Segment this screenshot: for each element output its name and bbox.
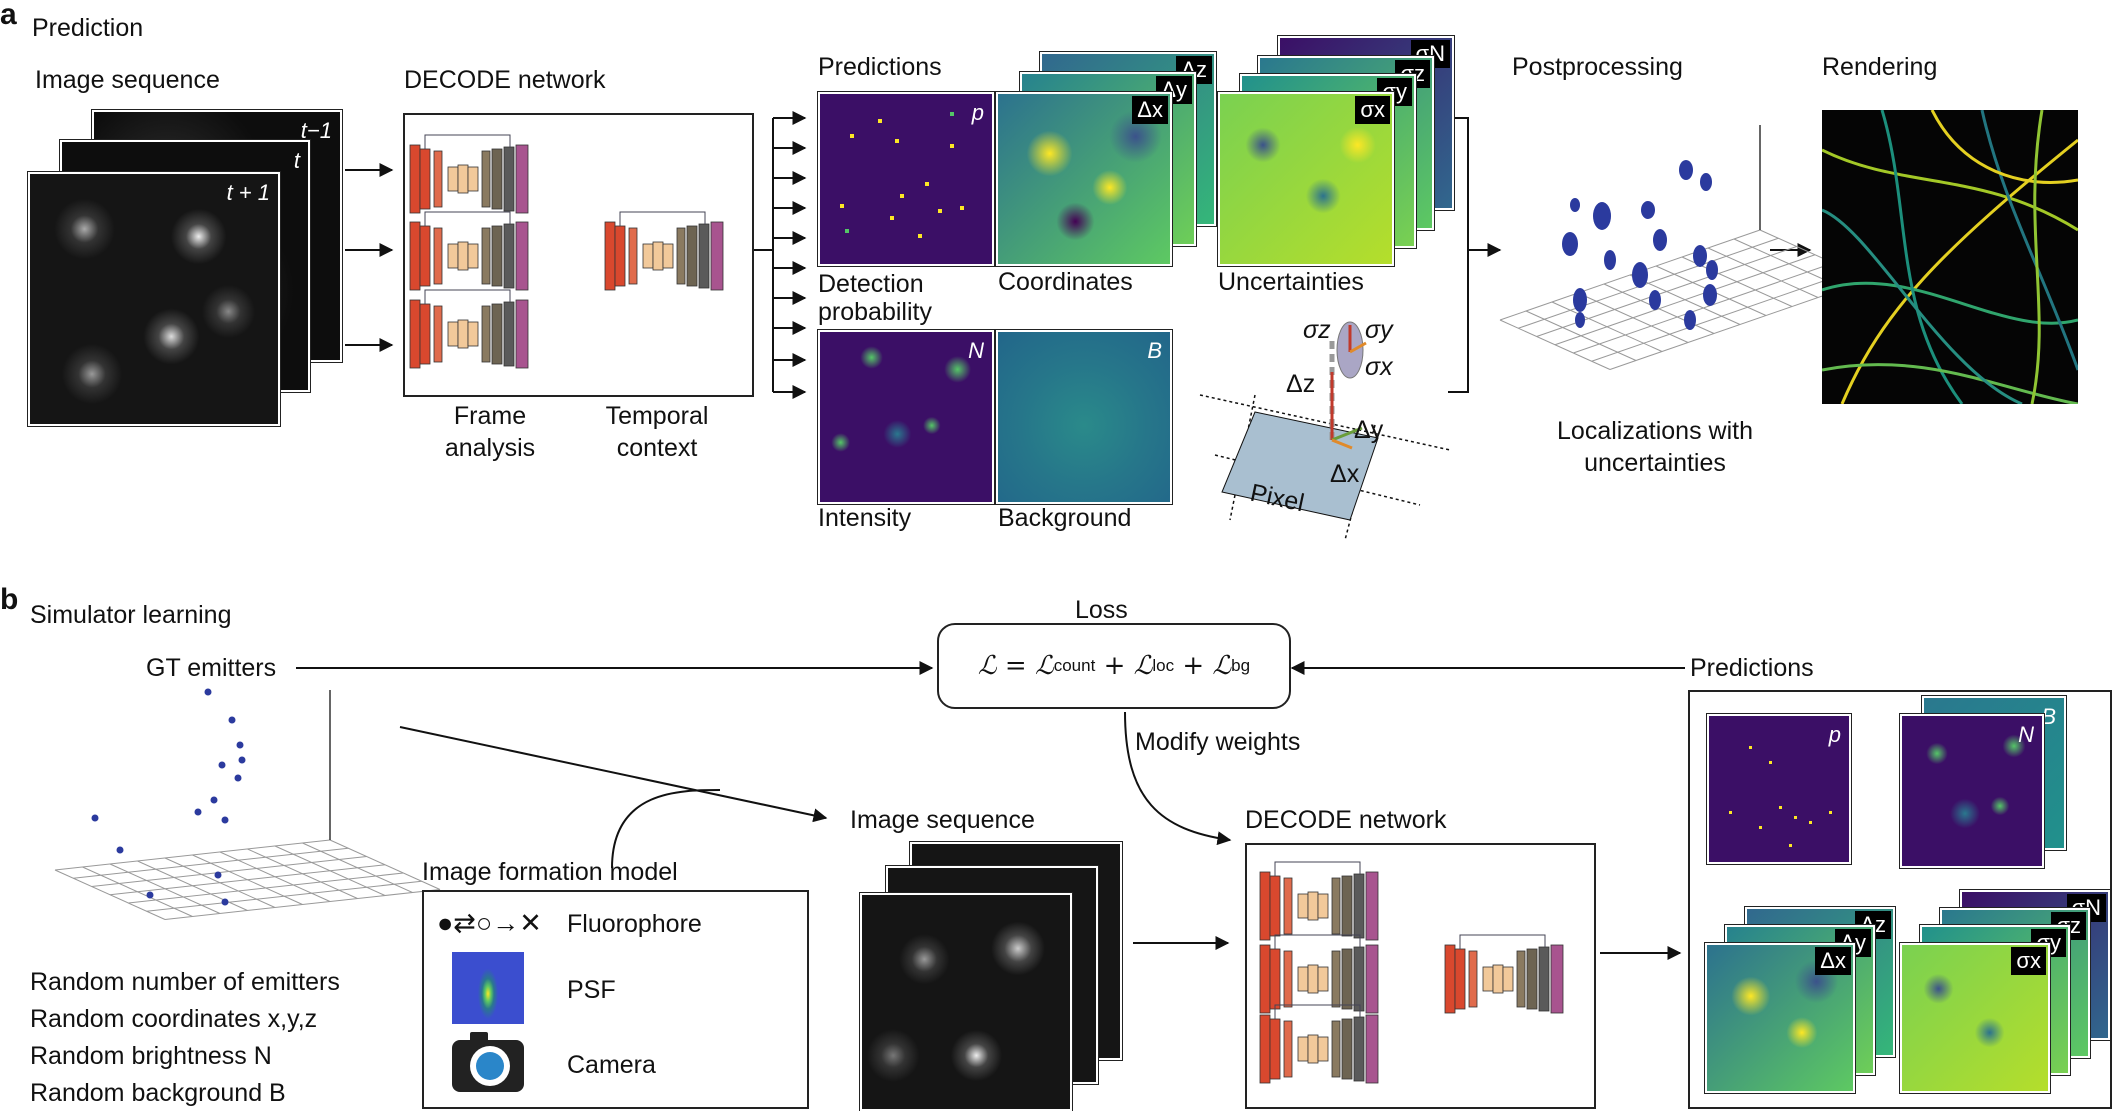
bracket-predictions bbox=[1448, 117, 1469, 393]
delta-x-label: Δx bbox=[1330, 460, 1360, 488]
delta-z-label: Δz bbox=[1286, 370, 1316, 398]
curve-modify-weights bbox=[1124, 711, 1232, 846]
background-label: Background bbox=[998, 504, 1132, 532]
panel-a-letter: a bbox=[0, 0, 17, 31]
image-formation-label: Image formation model bbox=[422, 858, 678, 886]
fan-trunk bbox=[752, 118, 774, 392]
random-brightness-text: Random brightness N bbox=[30, 1042, 272, 1070]
image-sequence-label: Image sequence bbox=[35, 66, 220, 94]
seq-b-frame-3 bbox=[860, 893, 1072, 1111]
pred-b-sx-map: σx bbox=[1900, 943, 2050, 1093]
loss-label: Loss bbox=[1075, 596, 1128, 624]
gt-emitters-label: GT emitters bbox=[146, 654, 277, 682]
random-coordinates-text: Random coordinates x,y,z bbox=[30, 1005, 318, 1033]
sequence-frame-next: t + 1 bbox=[28, 172, 280, 426]
temporal-context-label: Temporal context bbox=[605, 402, 709, 462]
pred-b-N-map: N bbox=[1900, 714, 2044, 868]
detection-dots bbox=[840, 112, 964, 238]
fluorophore-label: Fluorophore bbox=[567, 910, 702, 938]
image-sequence-label-b: Image sequence bbox=[850, 806, 1035, 834]
rendering-label: Rendering bbox=[1822, 53, 1938, 81]
predictions-label-b: Predictions bbox=[1690, 654, 1814, 682]
random-number-text: Random number of emitters bbox=[30, 968, 340, 996]
pred-b-p-map: p bbox=[1707, 714, 1851, 864]
uncert-map-sx: σx bbox=[1218, 92, 1394, 266]
uncertainties-label: Uncertainties bbox=[1218, 268, 1364, 296]
sigma-y-label: σy bbox=[1365, 316, 1393, 344]
rendered-filaments bbox=[1822, 110, 2078, 404]
panel-b-letter: b bbox=[0, 583, 19, 616]
panel-b-title: Simulator learning bbox=[30, 601, 232, 629]
decode-network-label-b: DECODE network bbox=[1245, 806, 1447, 834]
curve-formation bbox=[611, 789, 721, 869]
intensity-label: Intensity bbox=[818, 504, 912, 532]
psf-icon bbox=[452, 952, 524, 1024]
fluorophore-icon: ●⇄○→✕ bbox=[437, 908, 542, 938]
rendered-image bbox=[1822, 110, 2078, 404]
sigma-x-label: σx bbox=[1365, 353, 1393, 381]
camera-label: Camera bbox=[567, 1051, 656, 1079]
modify-weights-label: Modify weights bbox=[1135, 728, 1301, 756]
sigma-z-label: σz bbox=[1303, 316, 1331, 344]
arrow-gt-seq bbox=[399, 726, 828, 823]
frame-analysis-label: Frame analysis bbox=[444, 402, 536, 462]
localizations-caption: Localizations with uncertainties bbox=[1557, 417, 1753, 477]
intensity-map: N bbox=[818, 330, 994, 504]
random-background-text: Random background B bbox=[30, 1079, 286, 1107]
decode-network-label: DECODE network bbox=[404, 66, 606, 94]
postprocessing-label: Postprocessing bbox=[1512, 53, 1683, 81]
delta-y-label: Δy bbox=[1354, 416, 1384, 444]
background-map: B bbox=[996, 330, 1172, 504]
pred-b-dx-map: Δx bbox=[1705, 943, 1855, 1093]
predictions-label-a: Predictions bbox=[818, 53, 942, 81]
coord-map-dx: Δx bbox=[996, 92, 1172, 266]
detection-probability-map: p bbox=[818, 92, 994, 266]
psf-label: PSF bbox=[567, 976, 616, 1004]
coordinates-label: Coordinates bbox=[998, 268, 1133, 296]
detection-probability-label: Detection probability bbox=[818, 270, 932, 326]
panel-a-title: Prediction bbox=[32, 14, 144, 42]
